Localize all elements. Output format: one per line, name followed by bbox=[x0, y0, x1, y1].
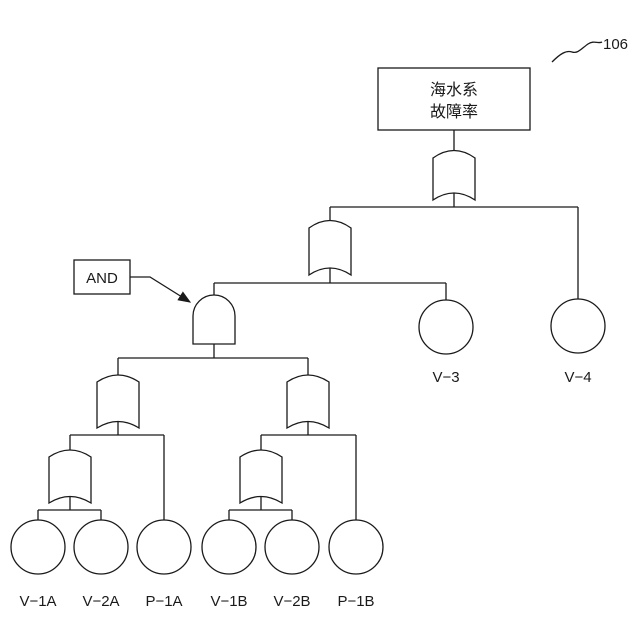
basic-event-circle-v3 bbox=[419, 300, 473, 354]
basic-event-label-v1b: V−1B bbox=[210, 593, 247, 610]
callout-arrow bbox=[130, 277, 190, 302]
reference-leader-line bbox=[552, 42, 602, 62]
and-gate bbox=[193, 295, 235, 344]
basic-event-label-p1b: P−1B bbox=[337, 593, 374, 610]
basic-event-circle-p1b bbox=[329, 520, 383, 574]
basic-event-circle-v1b bbox=[202, 520, 256, 574]
or-gate-top bbox=[433, 151, 475, 201]
basic-event-label-v2a: V−2A bbox=[82, 593, 119, 610]
and-callout-label: AND bbox=[86, 270, 118, 287]
or-gate-b bbox=[287, 375, 329, 428]
basic-event-label-p1a: P−1A bbox=[145, 593, 182, 610]
basic-event-circle-v4 bbox=[551, 299, 605, 353]
reference-number: 106 bbox=[603, 36, 628, 53]
or-gate-a bbox=[97, 375, 139, 428]
basic-event-circle-p1a bbox=[137, 520, 191, 574]
basic-event-label-v2b: V−2B bbox=[273, 593, 310, 610]
or-gate-second bbox=[309, 221, 351, 276]
or-gate-a-sub bbox=[49, 450, 91, 503]
top-event-line1: 海水系 bbox=[430, 80, 478, 99]
basic-event-circle-v2a bbox=[74, 520, 128, 574]
top-event-line2: 故障率 bbox=[430, 102, 478, 121]
or-gate-b-sub bbox=[240, 450, 282, 503]
basic-event-circle-v1a bbox=[11, 520, 65, 574]
basic-event-label-v3: V−3 bbox=[432, 369, 459, 386]
basic-event-label-v4: V−4 bbox=[564, 369, 591, 386]
basic-event-label-v1a: V−1A bbox=[19, 593, 56, 610]
basic-event-circle-v2b bbox=[265, 520, 319, 574]
